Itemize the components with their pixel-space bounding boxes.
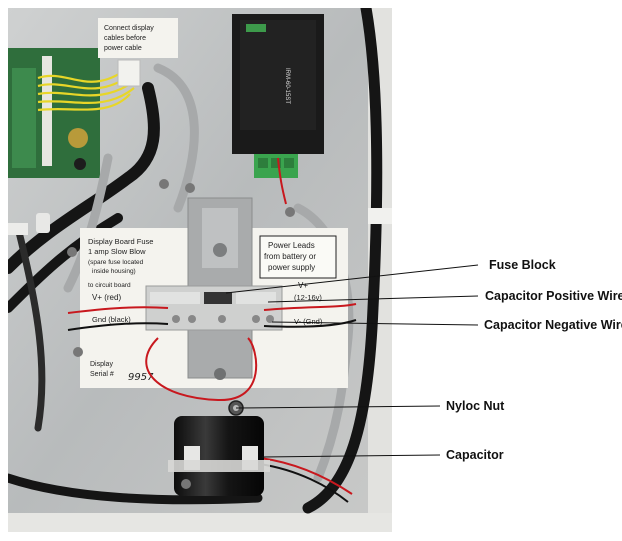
fuse-note-line-2: 1 amp Slow Blow (88, 247, 146, 256)
v-plus-text: V+ (298, 281, 308, 290)
label-fuse-block: Fuse Block (489, 258, 556, 272)
connect-note-line-3: power cable (104, 45, 142, 52)
connect-note-line-1: Connect display (104, 25, 154, 32)
black-cables (8, 8, 383, 514)
capacitor-body (174, 416, 264, 496)
fuse-note-line-1: Display Board Fuse (88, 237, 153, 246)
power-leads-line-3: power supply (268, 263, 315, 272)
v-minus-text: V- (Gnd) (294, 317, 323, 326)
serial-label-text: Serial # (90, 371, 114, 378)
fuse-block (145, 285, 283, 331)
fuse-note-line-4: inside housing) (92, 268, 136, 275)
v-range-text: (12-16v) (294, 293, 322, 302)
label-capacitor: Capacitor (446, 448, 504, 462)
fuse-note-line-3: (spare fuse located (88, 259, 144, 266)
red-wires (67, 157, 357, 495)
label-capacitor-positive-wire: Capacitor Positive Wire (485, 289, 622, 303)
v-plus-red-text: V+ (red) (92, 293, 121, 302)
label-nyloc-nut: Nyloc Nut (446, 399, 505, 413)
serial-number-handwritten: 9957 (128, 372, 154, 383)
equipment-photo: Connect display cables before power cabl… (8, 8, 392, 532)
psu-model-text: IRM-60-15ST (284, 68, 290, 104)
gnd-black-text: Gnd (black) (92, 315, 131, 324)
to-board-text: to circuit board (88, 282, 131, 289)
power-leads-line-2: from battery or (264, 252, 316, 261)
label-capacitor-negative-wire: Capacitor Negative Wire (484, 318, 622, 332)
power-leads-line-1: Power Leads (268, 241, 315, 250)
connect-note-line-2: cables before (104, 35, 146, 42)
connect-cables-note-label (98, 18, 178, 58)
display-text: Display (90, 361, 113, 368)
